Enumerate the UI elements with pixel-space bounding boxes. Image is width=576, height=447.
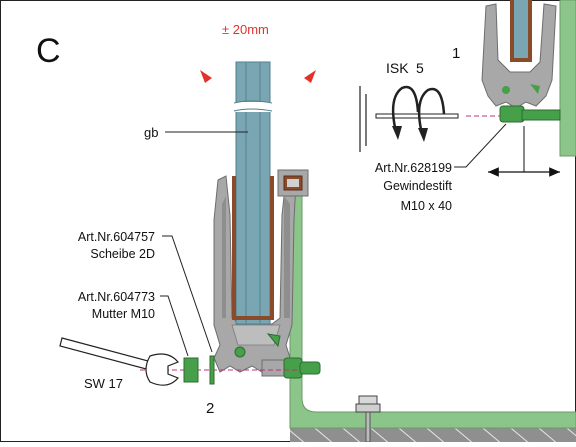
wrench-icon xyxy=(59,337,179,386)
set-screw-name: Gewindestift xyxy=(383,179,452,193)
washer-2d xyxy=(209,355,215,385)
step-1-number: 1 xyxy=(452,45,460,62)
nut-name: Mutter M10 xyxy=(92,307,155,321)
leader-washer xyxy=(162,235,213,353)
top-clamp xyxy=(277,169,309,197)
concrete-slab xyxy=(290,428,576,442)
detail-profile xyxy=(466,0,576,157)
glass-pane xyxy=(233,61,273,325)
tilt-arrow-right xyxy=(304,70,316,83)
isk-size: 5 xyxy=(416,60,424,76)
washer-name: Scheibe 2D xyxy=(90,247,155,261)
set-screw xyxy=(283,357,321,379)
washer-art-no: Art.Nr.604757 xyxy=(78,230,155,244)
hex-key-rotation-icon xyxy=(359,85,459,152)
set-screw-size: M10 x 40 xyxy=(401,199,452,213)
tilt-arrow-left xyxy=(200,70,212,83)
nut-m10 xyxy=(183,357,199,383)
panel-letter: C xyxy=(36,32,61,70)
tolerance-label: ± 20mm xyxy=(222,22,269,37)
leader-set-screw xyxy=(454,123,507,168)
set-screw-art-no: Art.Nr.628199 xyxy=(375,161,452,175)
glass-label: gb xyxy=(144,125,158,140)
base-shoe-profile xyxy=(213,175,297,377)
green-angle-profile xyxy=(289,181,576,429)
leader-nut xyxy=(160,295,189,357)
step-2-number: 2 xyxy=(206,400,214,417)
nut-art-no: Art.Nr.604773 xyxy=(78,290,155,304)
isk-label: ISK xyxy=(386,60,409,76)
wrench-size: SW 17 xyxy=(84,376,123,391)
